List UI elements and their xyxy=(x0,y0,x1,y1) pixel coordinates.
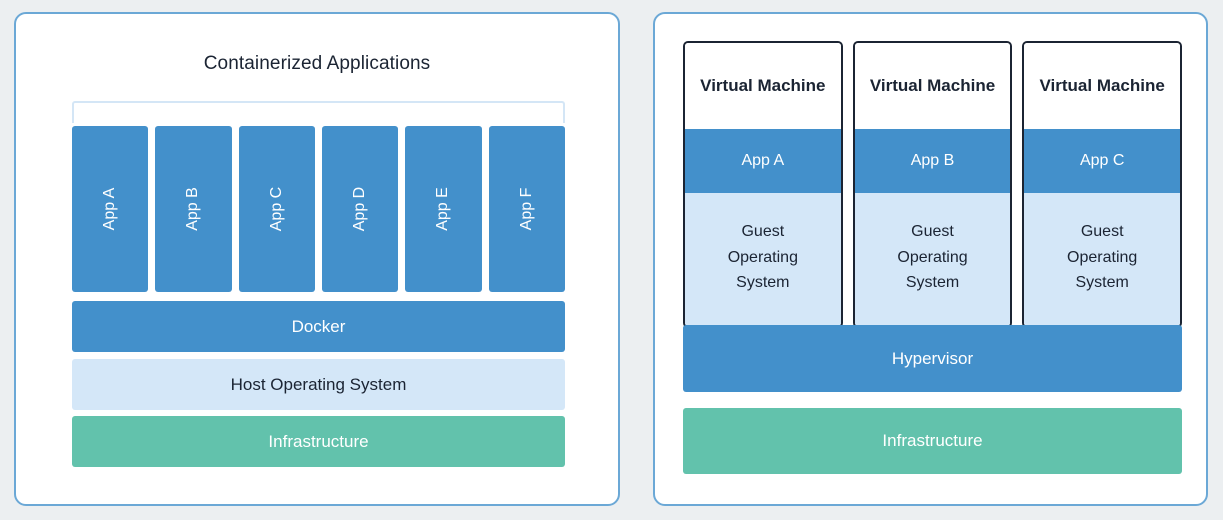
virtual-machines-row: Virtual Machine App A Guest Operating Sy… xyxy=(683,41,1183,328)
container-app-e-label: App E xyxy=(434,187,452,231)
host-operating-system-layer[interactable]: Host Operating System xyxy=(72,359,565,410)
virtual-machine-3-title: Virtual Machine xyxy=(1024,43,1181,129)
container-boundary-outline xyxy=(72,101,565,123)
virtual-machine-1-app: App A xyxy=(685,129,841,193)
container-app-a[interactable]: App A xyxy=(72,126,149,292)
virtual-machine-3[interactable]: Virtual Machine App C Guest Operating Sy… xyxy=(1022,41,1183,328)
hypervisor-layer[interactable]: Hypervisor xyxy=(683,325,1182,392)
virtual-machine-3-guest-os: Guest Operating System xyxy=(1024,193,1181,326)
container-app-b[interactable]: App B xyxy=(155,126,232,292)
container-app-e[interactable]: App E xyxy=(405,126,482,292)
container-app-d[interactable]: App D xyxy=(321,126,399,292)
virtual-machine-3-app: App C xyxy=(1024,129,1181,193)
container-apps-row: App A App B App C App D App E App F xyxy=(72,126,565,292)
virtual-machine-1-guest-os: Guest Operating System xyxy=(685,193,841,326)
virtual-machine-1-title: Virtual Machine xyxy=(685,43,841,129)
virtual-machines-panel: Virtual Machine App A Guest Operating Sy… xyxy=(653,12,1208,506)
container-app-c[interactable]: App C xyxy=(238,126,315,292)
page-title: Containerized Applications xyxy=(203,53,431,74)
infrastructure-layer-containers[interactable]: Infrastructure xyxy=(72,416,565,467)
container-app-b-label: App B xyxy=(184,187,202,231)
container-app-f[interactable]: App F xyxy=(488,126,565,292)
virtual-machine-1[interactable]: Virtual Machine App A Guest Operating Sy… xyxy=(683,41,843,328)
virtual-machine-2-app: App B xyxy=(854,129,1011,193)
containers-panel: Containerized Applications App A App B A… xyxy=(14,12,620,506)
docker-layer[interactable]: Docker xyxy=(72,301,565,352)
virtual-machine-2-guest-os: Guest Operating System xyxy=(854,193,1011,326)
container-app-d-label: App D xyxy=(351,186,369,232)
virtual-machine-2[interactable]: Virtual Machine App B Guest Operating Sy… xyxy=(852,41,1013,328)
container-app-f-label: App F xyxy=(517,187,535,231)
infrastructure-layer-vms[interactable]: Infrastructure xyxy=(683,408,1182,474)
container-app-c-label: App C xyxy=(267,186,285,232)
container-app-a-label: App A xyxy=(101,187,119,231)
virtual-machine-2-title: Virtual Machine xyxy=(854,43,1011,129)
